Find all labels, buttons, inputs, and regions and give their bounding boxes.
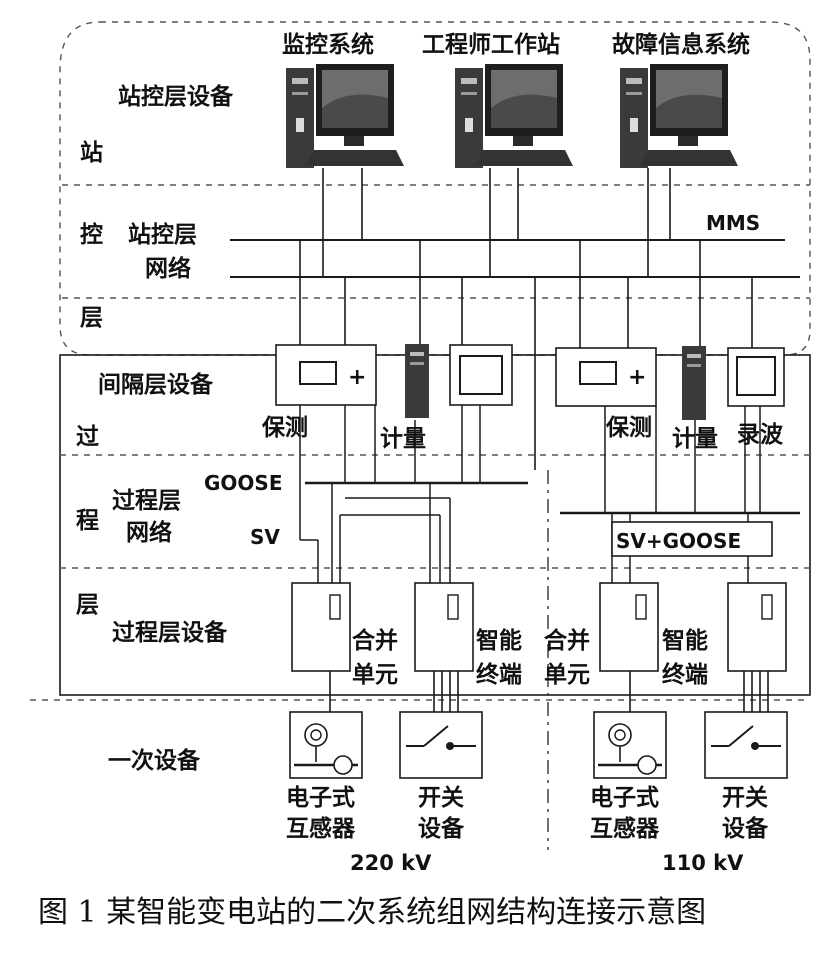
transformer-right	[593, 711, 667, 779]
process-network-label-1: 过程层	[112, 488, 181, 514]
transformer-label-left-2: 互感器	[286, 815, 356, 842]
switchgear-left	[399, 711, 483, 779]
voltage-label-right: 110 kV	[662, 851, 744, 875]
process-layer-char-3: 层	[76, 592, 99, 618]
voltage-label-left: 220 kV	[350, 851, 432, 875]
process-network-label-2: 网络	[126, 519, 172, 546]
bay-meter-device-left	[405, 344, 429, 418]
switchgear-label-right-1: 开关	[722, 784, 768, 811]
smart-terminal-label-right-2: 终端	[662, 661, 708, 688]
switchgear-right	[704, 711, 788, 779]
computer-label-1: 监控系统	[282, 31, 374, 58]
process-links-left	[299, 405, 481, 585]
switchgear-label-left-2: 设备	[418, 815, 465, 842]
bay-meter-label-right: 计量	[672, 426, 718, 452]
transformer-label-right-1: 电子式	[590, 785, 659, 811]
bay-uplinks	[299, 240, 753, 470]
smart-terminal-label-right-1: 智能	[662, 627, 708, 654]
bay-record-device-left	[449, 344, 513, 406]
mms-label: MMS	[706, 211, 760, 235]
primary-devices-label: 一次设备	[108, 747, 201, 774]
merge-unit-label-right-2: 单元	[544, 662, 590, 688]
bay-meter-device-right	[682, 346, 706, 420]
computer-monitoring	[286, 64, 404, 168]
computer-label-3: 故障信息系统	[612, 31, 750, 58]
switchgear-label-left-1: 开关	[418, 784, 464, 811]
computer-engineer-station	[455, 64, 573, 168]
bay-protect-label-left: 保测	[261, 414, 308, 441]
figure-caption: 图 1 某智能变电站的二次系统组网结构连接示意图	[38, 895, 706, 930]
svg-text:+: +	[628, 365, 646, 390]
merge-unit-label-left-2: 单元	[352, 662, 398, 688]
bay-devices-label: 间隔层设备	[98, 371, 214, 398]
transformer-label-left-1: 电子式	[286, 785, 355, 811]
primary-links	[329, 671, 769, 712]
transformer-left	[289, 711, 363, 779]
merge-unit-left	[291, 582, 351, 672]
process-devices-label: 过程层设备	[112, 619, 228, 646]
merge-unit-label-left-1: 合并	[352, 627, 398, 654]
process-layer-char-2: 程	[76, 508, 99, 534]
merge-unit-label-right-1: 合并	[544, 627, 590, 654]
bay-protect-device-left: +	[275, 344, 377, 406]
switchgear-label-right-2: 设备	[722, 815, 769, 842]
station-layer-char-3: 层	[80, 305, 103, 331]
station-network-label-2: 网络	[145, 255, 191, 282]
computer-drops	[322, 168, 671, 277]
station-layer-char-1: 站	[80, 140, 103, 166]
station-layer-char-2: 控	[80, 221, 103, 248]
bay-process-boundary	[59, 354, 811, 696]
transformer-label-right-2: 互感器	[590, 815, 660, 842]
bay-record-device-right	[727, 347, 785, 407]
smart-terminal-right	[727, 582, 787, 672]
merge-unit-right	[599, 582, 659, 672]
goose-label: GOOSE	[204, 471, 283, 495]
sv-goose-box	[611, 521, 773, 557]
smart-terminal-label-left-1: 智能	[476, 627, 522, 654]
sv-label: SV	[250, 525, 280, 549]
station-layer-boundary	[59, 21, 811, 356]
bay-protect-label-right: 保测	[605, 414, 652, 441]
bay-meter-label-left: 计量	[380, 426, 426, 452]
station-network-label-1: 站控层	[128, 221, 197, 248]
process-layer-char-1: 过	[76, 424, 99, 450]
sv-goose-label: SV+GOOSE	[616, 529, 741, 553]
smart-terminal-label-left-2: 终端	[476, 661, 522, 688]
bay-protect-device-right: +	[555, 347, 657, 407]
bay-record-label-right: 录波	[737, 422, 784, 448]
computer-fault-info	[620, 64, 738, 168]
svg-text:+: +	[348, 365, 366, 390]
computer-label-2: 工程师工作站	[422, 32, 560, 58]
station-devices-label: 站控层设备	[118, 83, 234, 110]
smart-terminal-left	[414, 582, 474, 672]
